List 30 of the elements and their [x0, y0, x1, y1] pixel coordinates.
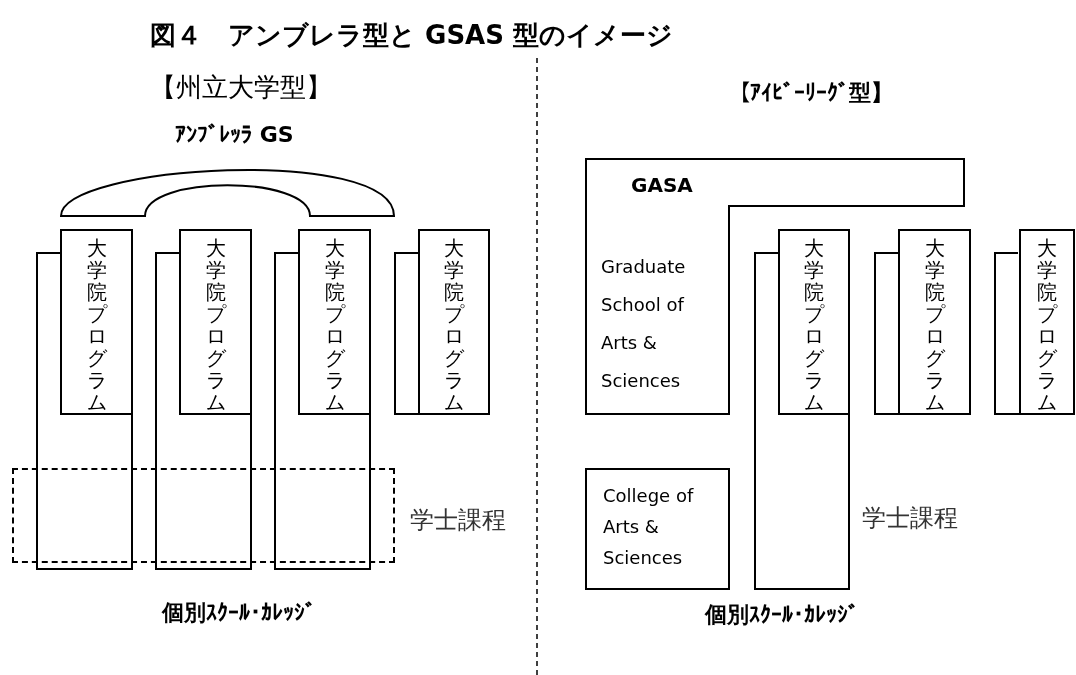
section-heading: 【ｱｲﾋﾞｰﾘｰｸﾞ型】 — [728, 79, 893, 107]
group-caption: 個別ｽｸｰﾙ･ｶﾚｯｼﾞ — [162, 599, 316, 627]
region-label: 学士課程 — [410, 505, 506, 536]
region-label: 学士課程 — [862, 503, 958, 534]
vertical-label: 大学院プログラム — [444, 237, 464, 413]
vertical-label: 大学院プログラム — [205, 237, 226, 413]
umbrella-label: ｱﾝﾌﾞﾚｯﾗ GS — [175, 121, 294, 149]
vertical-label: 大学院プログラム — [324, 237, 345, 413]
program-box — [60, 229, 133, 415]
school-box — [394, 252, 420, 415]
vertical-label: 大学院プログラム — [1037, 237, 1057, 413]
box-heading: GASA — [631, 172, 693, 199]
diagram-title: 図４ アンブレラ型と GSAS 型のイメージ — [150, 19, 674, 52]
box-text: Graduate School of Arts & Sciences — [601, 255, 687, 393]
program-box — [898, 229, 971, 415]
program-box — [778, 229, 850, 415]
vertical-label: 大学院プログラム — [86, 237, 107, 413]
l-shaped-box — [585, 158, 965, 415]
school-box — [585, 468, 730, 590]
school-box — [874, 252, 900, 415]
group-caption: 個別ｽｸｰﾙ･ｶﾚｯｼﾞ — [705, 601, 859, 629]
school-box — [994, 252, 1021, 415]
section-heading: 【州立大学型】 — [150, 71, 332, 104]
program-box — [298, 229, 371, 415]
program-box — [418, 229, 490, 415]
box-text: College of Arts & Sciences — [603, 484, 695, 570]
program-box — [1019, 229, 1075, 415]
vertical-label: 大学院プログラム — [804, 237, 824, 413]
program-box — [179, 229, 252, 415]
vertical-label: 大学院プログラム — [924, 237, 945, 413]
